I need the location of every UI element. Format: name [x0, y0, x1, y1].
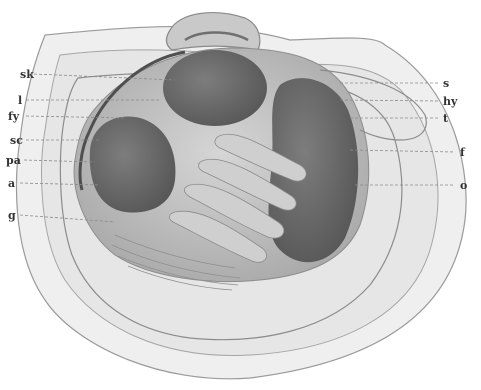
- label-pa: pa: [6, 154, 21, 167]
- label-g: g: [8, 209, 16, 222]
- label-hy: hy: [443, 95, 458, 108]
- label-sc: sc: [10, 134, 23, 147]
- label-a: a: [8, 177, 15, 190]
- label-o: o: [460, 179, 467, 192]
- label-sk: sk: [20, 68, 34, 81]
- label-f: f: [460, 146, 466, 159]
- label-s: s: [443, 77, 449, 90]
- top-dark-mass: [163, 50, 267, 126]
- label-l: l: [18, 94, 22, 107]
- label-fy: fy: [8, 110, 20, 123]
